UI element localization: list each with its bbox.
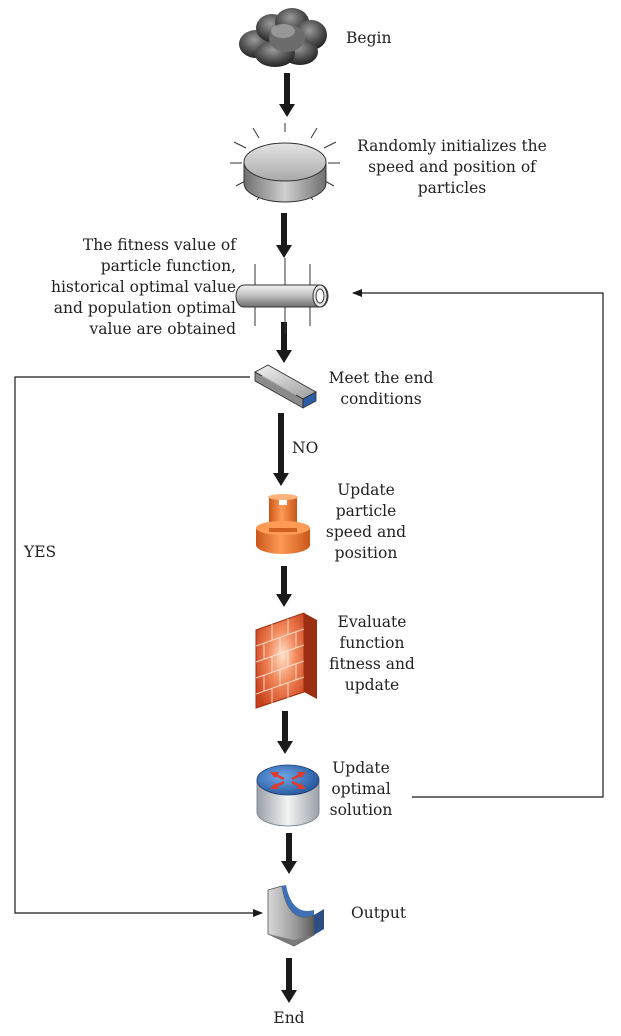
update-opt-label-line: solution bbox=[329, 801, 393, 819]
firewall-icon bbox=[255, 612, 317, 709]
fitness-label: The fitness value of particle function, … bbox=[18, 235, 236, 340]
init-label-line: speed and position of bbox=[368, 158, 536, 176]
fitness-label-line: historical optimal value bbox=[50, 278, 236, 296]
begin-label: Begin bbox=[346, 29, 392, 47]
disc-icon bbox=[230, 123, 340, 203]
router-icon bbox=[256, 764, 320, 827]
init-label-line: Randomly initializes the bbox=[357, 137, 547, 155]
arrow-init-to-fitness bbox=[276, 213, 292, 258]
switch-icon bbox=[254, 364, 317, 409]
evaluate-label-line: fitness and bbox=[329, 655, 415, 673]
arrow-fitness-to-meet bbox=[276, 322, 292, 363]
init-label: Randomly initializes the speed and posit… bbox=[336, 136, 568, 199]
output-icon bbox=[267, 885, 324, 947]
loop-back-connector bbox=[352, 289, 604, 798]
update-opt-label-line: Update bbox=[332, 759, 390, 777]
arrow-update-opt-to-output bbox=[281, 833, 297, 874]
update-speed-label-line: position bbox=[334, 544, 398, 562]
yes-branch-connector bbox=[14, 376, 263, 917]
init-label-line: particles bbox=[417, 179, 487, 197]
evaluate-label-line: Evaluate bbox=[337, 613, 407, 631]
cylinder-icon bbox=[235, 258, 329, 334]
fitness-label-line: particle function, bbox=[100, 257, 236, 275]
arrow-evaluate-to-update-opt bbox=[277, 711, 293, 754]
output-label: Output bbox=[351, 904, 407, 922]
update-speed-label-line: particle bbox=[335, 502, 397, 520]
meet-label: Meet the end conditions bbox=[316, 368, 446, 410]
yes-label: YES bbox=[24, 543, 57, 561]
arrow-begin-to-init bbox=[279, 73, 295, 117]
update-speed-label-line: Update bbox=[337, 481, 395, 499]
fitness-label-line: The fitness value of bbox=[82, 236, 236, 254]
update-speed-label-line: speed and bbox=[325, 523, 407, 541]
evaluate-label: Evaluate function fitness and update bbox=[320, 612, 424, 696]
end-label: End bbox=[273, 1009, 305, 1027]
update-speed-label: Update particle speed and position bbox=[316, 480, 416, 564]
arrow-meet-to-update-speed bbox=[273, 413, 289, 486]
main-flow-arrows bbox=[273, 73, 297, 1003]
evaluate-label-line: function bbox=[339, 634, 405, 652]
meet-label-line: Meet the end bbox=[328, 369, 434, 387]
arrow-output-to-end bbox=[281, 958, 297, 1003]
arrow-update-speed-to-evaluate bbox=[276, 566, 292, 607]
evaluate-label-line: update bbox=[344, 676, 400, 694]
fitness-label-line: and population optimal bbox=[53, 299, 236, 317]
meet-label-line: conditions bbox=[340, 390, 422, 408]
fitness-label-line: value are obtained bbox=[89, 320, 236, 338]
update-opt-label-line: optimal bbox=[331, 780, 391, 798]
update-opt-label: Update optimal solution bbox=[318, 758, 404, 821]
connector-icon bbox=[256, 494, 310, 554]
no-label: NO bbox=[292, 439, 319, 457]
cloud-icon bbox=[239, 8, 327, 67]
